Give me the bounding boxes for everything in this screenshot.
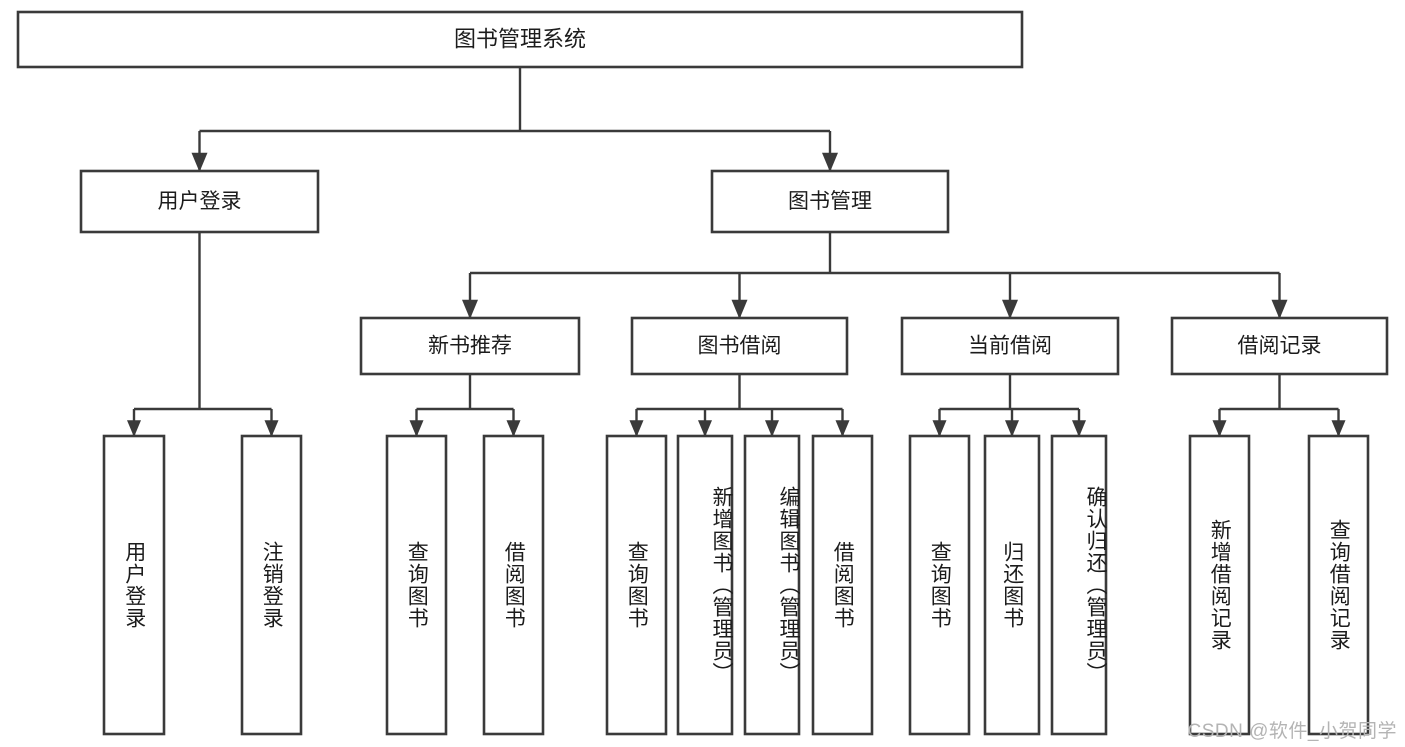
arrow-head-icon: [127, 420, 141, 437]
leaf-leaf-confirm-return[interactable]: [1050, 434, 1108, 736]
node-root[interactable]: [16, 10, 1024, 69]
node-book-borrow[interactable]: [630, 316, 849, 376]
node-book-borrow-label: 图书借阅: [698, 335, 782, 358]
arrow-head-icon: [629, 420, 644, 437]
watermark-text: CSDN @软件_小贺同学: [1187, 721, 1397, 742]
leaf-leaf-return-book[interactable]: [983, 434, 1041, 736]
arrow-head-icon: [835, 420, 850, 437]
arrow-head-icon: [731, 299, 748, 319]
arrow-head-icon: [1271, 299, 1288, 319]
arrow-head-icon: [462, 299, 478, 319]
arrow-head-icon: [264, 420, 279, 437]
arrow-head-icon: [765, 420, 779, 437]
arrow-head-icon: [1212, 420, 1227, 437]
leaf-leaf-query-record[interactable]: [1307, 434, 1370, 736]
leaf-leaf-logout[interactable]: [240, 434, 303, 736]
node-book-manage[interactable]: [710, 169, 950, 234]
arrow-head-icon: [1005, 420, 1019, 437]
arrow-head-icon: [932, 420, 947, 437]
node-boxes: [16, 10, 1389, 736]
leaf-leaf-query-book-3[interactable]: [908, 434, 971, 736]
arrow-head-icon: [409, 420, 424, 437]
arrow-head-icon: [506, 420, 521, 437]
node-new-book-recommend-label: 新书推荐: [428, 335, 512, 358]
arrow-head-icon: [1072, 420, 1086, 437]
node-user-login-label: 用户登录: [158, 190, 242, 213]
leaf-leaf-borrow-book-1[interactable]: [482, 434, 545, 736]
leaf-leaf-add-book[interactable]: [676, 434, 734, 736]
arrow-head-icon: [822, 152, 838, 172]
leaf-leaf-user-login[interactable]: [102, 434, 166, 736]
node-current-borrow[interactable]: [900, 316, 1120, 376]
leaf-leaf-query-book-2[interactable]: [605, 434, 668, 736]
arrow-head-icon: [191, 152, 208, 172]
arrow-head-icon: [698, 420, 712, 437]
leaf-leaf-query-book-1[interactable]: [385, 434, 448, 736]
node-current-borrow-label: 当前借阅: [968, 335, 1052, 358]
leaf-leaf-add-record[interactable]: [1188, 434, 1251, 736]
leaf-leaf-edit-book[interactable]: [743, 434, 801, 736]
node-book-manage-label: 图书管理: [788, 190, 872, 213]
node-user-login[interactable]: [79, 169, 320, 234]
node-root-label: 图书管理系统: [454, 26, 586, 51]
arrow-head-icon: [1002, 299, 1018, 319]
node-new-book-recommend[interactable]: [359, 316, 581, 376]
connector-lines: [127, 67, 1346, 437]
leaf-leaf-borrow-book-2[interactable]: [811, 434, 874, 736]
node-borrow-record-label: 借阅记录: [1238, 335, 1322, 358]
arrow-head-icon: [1331, 420, 1346, 437]
node-borrow-record[interactable]: [1170, 316, 1389, 376]
